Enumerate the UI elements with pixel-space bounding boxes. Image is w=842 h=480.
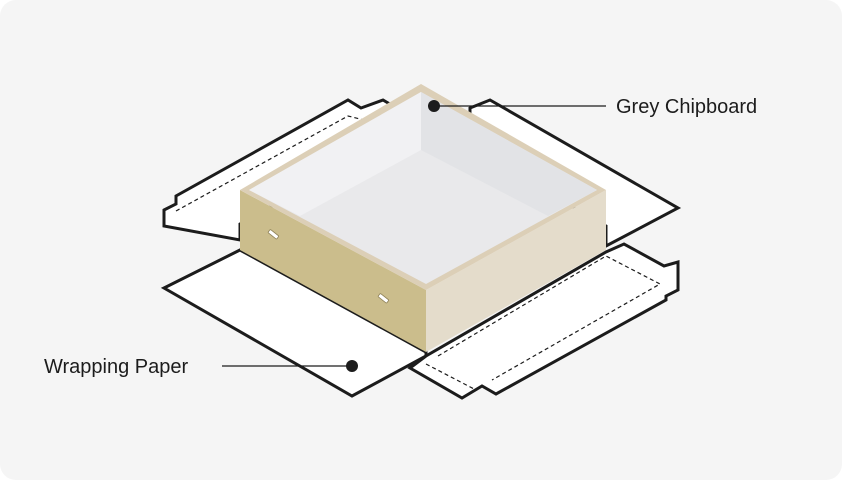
paper-fold-line-front-right bbox=[425, 255, 662, 391]
box-notch-right bbox=[377, 293, 389, 304]
box-wall-front-left bbox=[240, 190, 426, 352]
label-grey-chipboard: Grey Chipboard bbox=[616, 96, 757, 118]
paper-fold-line-back-left bbox=[175, 115, 397, 212]
box-wall-front-right bbox=[426, 190, 606, 352]
callout-chipboard: Grey Chipboard bbox=[428, 96, 757, 118]
callout-wrapping-paper: Wrapping Paper bbox=[44, 356, 358, 378]
box-interior-wall-right bbox=[421, 92, 597, 216]
chipboard-box bbox=[240, 84, 606, 352]
paper-flap-front-left bbox=[160, 248, 428, 398]
box-interior-floor bbox=[249, 92, 597, 284]
label-wrapping-paper: Wrapping Paper bbox=[44, 356, 189, 378]
paper-flap-front-right bbox=[407, 242, 680, 400]
box-interior-wall-left bbox=[249, 92, 421, 216]
box-notch-left bbox=[267, 229, 279, 240]
